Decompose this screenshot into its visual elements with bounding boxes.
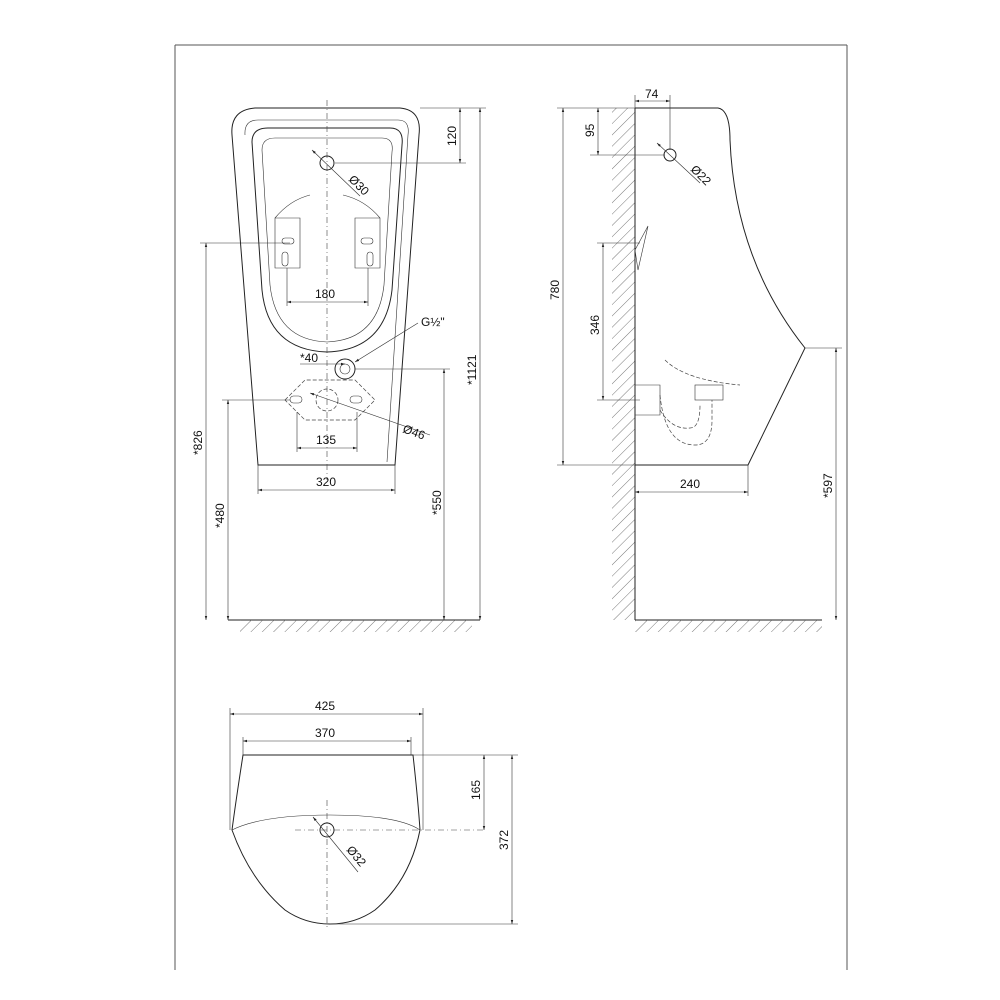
inlet-hole xyxy=(319,155,335,171)
dim-body-height: 780 xyxy=(548,280,562,300)
dim-inlet-depth: 74 xyxy=(645,87,659,101)
side-view: Ø22 74 95 780 346 240 *597 xyxy=(548,87,842,632)
dim-outlet-diameter: Ø46 xyxy=(401,422,427,443)
dim-inner-width: 370 xyxy=(315,726,335,740)
dim-projection: 240 xyxy=(680,477,700,491)
floor-hatch xyxy=(240,620,472,632)
urinal-outline-front xyxy=(231,107,420,466)
supply-connection xyxy=(334,358,356,380)
dim-inlet-top: 95 xyxy=(583,123,597,137)
wall-bracket-right xyxy=(342,194,381,269)
dim-hole-diameter: Ø32 xyxy=(344,843,370,870)
thread-label: G½" xyxy=(421,315,445,329)
dim-outlet-height: *480 xyxy=(213,503,227,528)
dim-bottom-width: 320 xyxy=(316,475,336,489)
dim-outlet-plate: 135 xyxy=(316,433,336,447)
dim-inlet-depth-top: 165 xyxy=(469,780,483,800)
dim-total-depth: 372 xyxy=(497,830,511,850)
drawing-frame xyxy=(174,44,848,970)
urinal-outline-top xyxy=(231,754,421,925)
dim-lip-height: *597 xyxy=(821,473,835,498)
bowl-outline xyxy=(251,127,403,353)
dim-total-height: *1121 xyxy=(465,354,479,385)
wall-hatch xyxy=(612,108,635,620)
drain-hole xyxy=(319,822,335,838)
dim-overall-width: 425 xyxy=(315,699,335,713)
top-view: Ø32 425 370 165 372 xyxy=(229,699,518,930)
dim-supply-height: *550 xyxy=(430,490,444,515)
dim-top-offset: 120 xyxy=(445,126,459,146)
dim-inlet-diameter-side: Ø22 xyxy=(688,162,714,188)
dim-bracket-height: *826 xyxy=(191,430,205,455)
dim-outlet-offset: *40 xyxy=(300,351,318,365)
dim-bracket-spacing: 180 xyxy=(315,287,335,301)
front-view: Ø30 180 G½" *40 Ø46 xyxy=(191,100,486,632)
wall-bracket-left xyxy=(274,194,311,269)
siphon-trap xyxy=(635,359,741,446)
dim-bracket-to-outlet: 346 xyxy=(588,315,602,335)
dim-inlet-diameter: Ø30 xyxy=(346,172,372,198)
urinal-outline-side xyxy=(635,107,806,466)
